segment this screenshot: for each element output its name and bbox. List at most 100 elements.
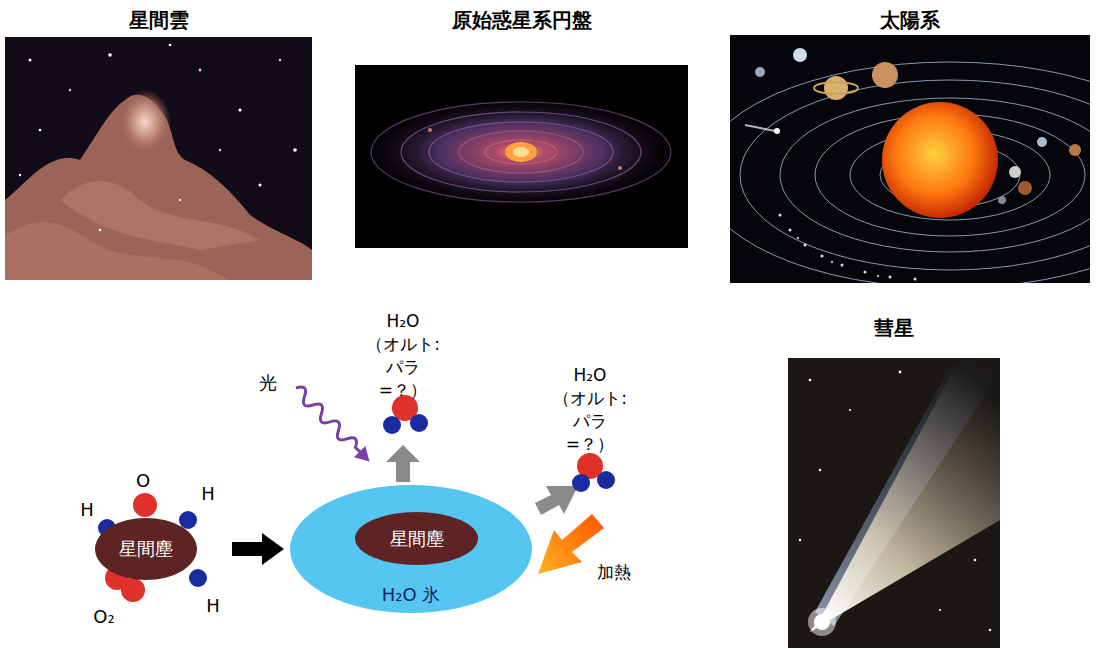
disk-image-part xyxy=(618,166,622,170)
disk-image-part xyxy=(485,140,557,164)
solar-system-image-part xyxy=(789,229,792,232)
solar-system-image-part xyxy=(730,62,1090,283)
ice-ellipse: H₂O 氷 星間塵 xyxy=(290,485,532,613)
comet-image-part xyxy=(810,358,1000,632)
solar-system-image-part xyxy=(774,128,780,134)
dust-label: 星間塵 xyxy=(390,528,444,550)
ice-label: H₂O 氷 xyxy=(290,583,532,607)
molecule-label: H₂O （オルト:パラ=？） xyxy=(366,310,440,402)
label-holder: 加熱 xyxy=(597,561,631,584)
nebula-image-part xyxy=(219,149,221,151)
solar-system-image-part xyxy=(831,261,833,263)
left-atoms-part xyxy=(133,493,157,517)
solar-system-image-part xyxy=(824,76,848,100)
nebula-image-part xyxy=(69,89,71,91)
solar-system-image-part xyxy=(1009,166,1021,178)
disk-image-part xyxy=(371,102,671,202)
nebula-image-part xyxy=(60,181,260,250)
comet-image-part xyxy=(809,379,812,382)
atom-label: O₂ xyxy=(93,605,114,629)
nebula-image-part xyxy=(179,199,181,201)
ice-fill xyxy=(290,485,532,613)
heat-label: 加熱 xyxy=(597,561,631,584)
nebula-image-part xyxy=(19,174,21,176)
solar-system-image-part xyxy=(914,278,917,281)
comet-image-part xyxy=(808,608,836,636)
atom-label: O xyxy=(136,469,150,493)
left-atoms-part xyxy=(189,569,207,587)
label-holder: H xyxy=(206,594,220,618)
label-holder: H₂O （オルト:パラ=？） xyxy=(553,364,627,456)
dust-fill xyxy=(95,518,197,580)
label-holder: O₂ xyxy=(93,605,114,629)
nebula-image-part xyxy=(199,69,202,72)
disk-image-part xyxy=(513,147,529,157)
solar-system-image-part xyxy=(804,244,807,247)
image-panel: 原始惑星系円盤 xyxy=(355,5,688,248)
panel-heading: 彗星 xyxy=(788,313,1000,343)
solar-system-image-part xyxy=(1037,137,1047,147)
comet-image xyxy=(788,358,1000,648)
solar-system-image-part xyxy=(998,196,1006,204)
panel-heading: 星間雲 xyxy=(5,5,312,35)
image-panel: 星間雲 xyxy=(5,5,312,280)
disk-image-part xyxy=(401,112,641,192)
light-wave-part xyxy=(354,446,375,467)
nebula-image-part xyxy=(108,53,112,57)
nebula-image-part xyxy=(39,129,42,132)
water-molecule-part xyxy=(383,416,401,434)
solar-system-image-part xyxy=(755,67,765,77)
panel-heading: 太陽系 xyxy=(730,5,1090,35)
solar-system-image-part xyxy=(889,276,892,279)
solar-system-image-part xyxy=(793,48,807,62)
disk-image-part xyxy=(429,122,613,182)
water-molecule-part xyxy=(410,414,428,432)
heat-arrow-part xyxy=(538,514,604,574)
sublimation-arrow-part xyxy=(386,445,420,482)
dust-fill xyxy=(355,512,478,565)
disk-image-part xyxy=(505,142,537,162)
image-panel: 太陽系 xyxy=(730,5,1090,283)
solar-system-image-part xyxy=(797,237,799,239)
disk-image xyxy=(355,65,688,248)
light-label: 光 xyxy=(259,371,277,395)
solar-system-image xyxy=(730,35,1090,283)
molecule-label: H₂O （オルト:パラ=？） xyxy=(553,364,627,456)
solar-system-image-part xyxy=(1018,181,1032,195)
label-holder: 光 xyxy=(259,371,277,395)
comet-image-part xyxy=(788,358,1000,648)
solar-system-image-part xyxy=(779,214,782,217)
label-holder: H xyxy=(80,498,94,522)
left-atoms-part xyxy=(179,511,197,529)
water-molecule-part xyxy=(597,471,615,489)
image-panel: 彗星 xyxy=(788,313,1000,648)
nebula-image-part xyxy=(29,59,32,62)
disk-image-part xyxy=(459,131,583,173)
solar-system-image-part xyxy=(814,82,858,94)
light-wave xyxy=(290,382,375,467)
solar-system-image-part xyxy=(841,264,844,267)
solar-system-image-part xyxy=(1069,144,1081,156)
atom-label: H xyxy=(201,482,215,506)
sublimation-arrow-part xyxy=(535,486,578,515)
disk-image-part xyxy=(355,65,688,248)
water-molecule xyxy=(572,453,615,492)
solar-system-image-part xyxy=(877,275,879,277)
comet-image-part xyxy=(849,409,851,411)
heat-arrow xyxy=(538,514,604,574)
solar-system-image-part xyxy=(882,102,998,218)
solar-system-image-part xyxy=(780,98,1090,252)
comet-image-part xyxy=(974,559,977,562)
nebula-image-part xyxy=(99,229,102,232)
label-holder: O xyxy=(136,469,150,493)
comet-image-part xyxy=(819,469,821,471)
nebula-image-part xyxy=(279,59,281,61)
flow-arrow xyxy=(232,533,284,565)
disk-image-part xyxy=(356,94,686,210)
label-holder: H xyxy=(201,482,215,506)
atom-label: H xyxy=(80,498,94,522)
water-molecule xyxy=(383,395,428,434)
solar-system-image-part xyxy=(864,271,867,274)
water-molecule-part xyxy=(572,474,590,492)
